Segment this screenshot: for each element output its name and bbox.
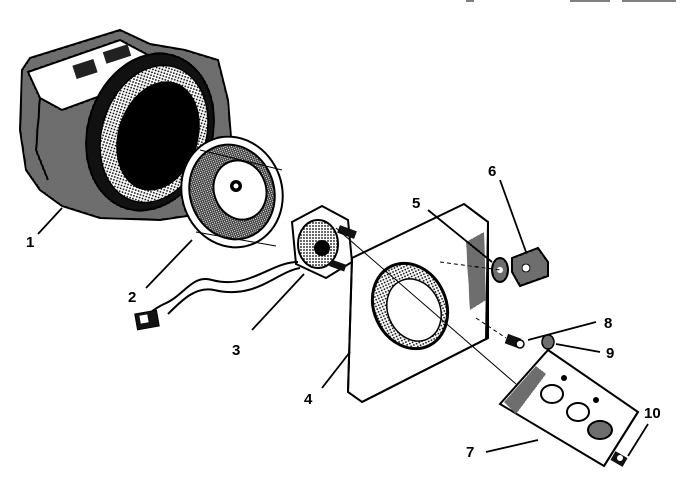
- alignment-line: [475, 317, 507, 339]
- blower-wheel-icon: [180, 135, 284, 249]
- knob-shaft-icon: [504, 333, 525, 349]
- callout-10: 10: [644, 405, 661, 422]
- callout-9: 9: [606, 345, 614, 362]
- grommet-icon: [491, 257, 509, 283]
- callout-3: 3: [232, 342, 240, 359]
- nut-icon: [541, 334, 555, 350]
- screw-icon: [610, 451, 628, 467]
- callout-8: 8: [604, 315, 612, 332]
- callout-5: 5: [412, 195, 420, 212]
- callout-6: 6: [488, 163, 496, 180]
- motor-icon: [134, 204, 357, 331]
- callout-4: 4: [304, 391, 313, 408]
- callout-1: 1: [26, 234, 34, 251]
- callout-2: 2: [128, 289, 136, 306]
- mounting-plate-icon: [335, 202, 517, 404]
- alignment-line: [439, 261, 501, 271]
- switch-icon: [511, 246, 549, 288]
- leader-lines: [37, 179, 649, 457]
- control-panel-icon: [498, 348, 640, 468]
- callout-7: 7: [466, 444, 474, 461]
